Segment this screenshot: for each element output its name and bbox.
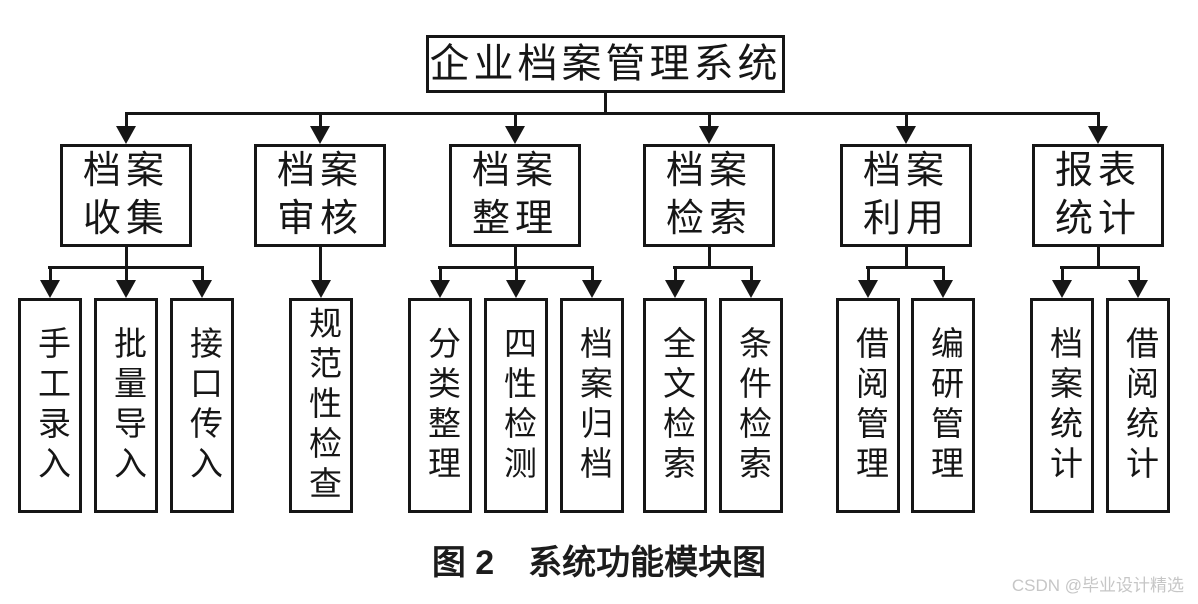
connector-line [1061, 266, 1064, 282]
connector-line [604, 92, 607, 114]
module-box-archive-organization: 档案 整理 [449, 144, 581, 247]
connector-line [515, 266, 518, 282]
leaf-box-fulltext-search: 全文检索 [643, 298, 707, 513]
arrow-down-icon [896, 126, 916, 144]
connector-line [125, 266, 128, 282]
connector-line [708, 245, 711, 268]
connector-line [319, 245, 322, 282]
arrow-down-icon [192, 280, 212, 298]
connector-line [319, 112, 322, 130]
connector-line [125, 112, 128, 130]
connector-line [905, 112, 908, 130]
connector-line [514, 112, 517, 130]
arrow-down-icon [40, 280, 60, 298]
arrow-down-icon [116, 126, 136, 144]
connector-line [1060, 266, 1140, 269]
arrow-down-icon [116, 280, 136, 298]
arrow-down-icon [506, 280, 526, 298]
arrow-down-icon [1128, 280, 1148, 298]
module-box-archive-retrieval: 档案 检索 [643, 144, 775, 247]
connector-line [674, 266, 677, 282]
leaf-box-four-quality-check: 四性检测 [484, 298, 548, 513]
csdn-watermark: CSDN @毕业设计精选 [1011, 576, 1184, 595]
connector-line [49, 266, 52, 282]
connector-line [866, 266, 945, 269]
connector-line [1137, 266, 1140, 282]
leaf-box-interface-input: 接口传入 [170, 298, 234, 513]
leaf-box-borrow-statistics: 借阅统计 [1106, 298, 1170, 513]
connector-line [591, 266, 594, 282]
connector-line [673, 266, 753, 269]
connector-line [708, 112, 711, 130]
connector-line [201, 266, 204, 282]
connector-line [905, 245, 908, 268]
leaf-box-compilation-management: 编研管理 [911, 298, 975, 513]
figure-caption: 图 2 系统功能模块图 [431, 544, 767, 582]
arrow-down-icon [430, 280, 450, 298]
leaf-box-borrow-management: 借阅管理 [836, 298, 900, 513]
arrow-down-icon [741, 280, 761, 298]
module-box-archive-review: 档案 审核 [254, 144, 386, 247]
leaf-box-archive-statistics: 档案统计 [1030, 298, 1094, 513]
leaf-box-batch-import: 批量导入 [94, 298, 158, 513]
arrow-down-icon [858, 280, 878, 298]
root-box-enterprise-archive-system: 企业档案管理系统 [426, 35, 785, 93]
arrow-down-icon [505, 126, 525, 144]
arrow-down-icon [1052, 280, 1072, 298]
module-box-archive-utilization: 档案 利用 [840, 144, 972, 247]
connector-line [1097, 112, 1100, 130]
arrow-down-icon [310, 126, 330, 144]
arrow-down-icon [1088, 126, 1108, 144]
connector-line [942, 266, 945, 282]
connector-line [125, 245, 128, 268]
leaf-box-condition-search: 条件检索 [719, 298, 783, 513]
module-box-report-statistics: 报表 统计 [1032, 144, 1164, 247]
arrow-down-icon [311, 280, 331, 298]
leaf-box-manual-entry: 手工录入 [18, 298, 82, 513]
arrow-down-icon [933, 280, 953, 298]
connector-line [1097, 245, 1100, 268]
connector-line [514, 245, 517, 268]
arrow-down-icon [582, 280, 602, 298]
leaf-box-classification: 分类整理 [408, 298, 472, 513]
leaf-box-normative-check: 规范性检查 [289, 298, 353, 513]
connector-line [439, 266, 442, 282]
connector-line [125, 112, 1100, 115]
connector-line [867, 266, 870, 282]
arrow-down-icon [699, 126, 719, 144]
module-box-archive-collection: 档案 收集 [60, 144, 192, 247]
connector-line [750, 266, 753, 282]
arrow-down-icon [665, 280, 685, 298]
leaf-box-archive-filing: 档案归档 [560, 298, 624, 513]
